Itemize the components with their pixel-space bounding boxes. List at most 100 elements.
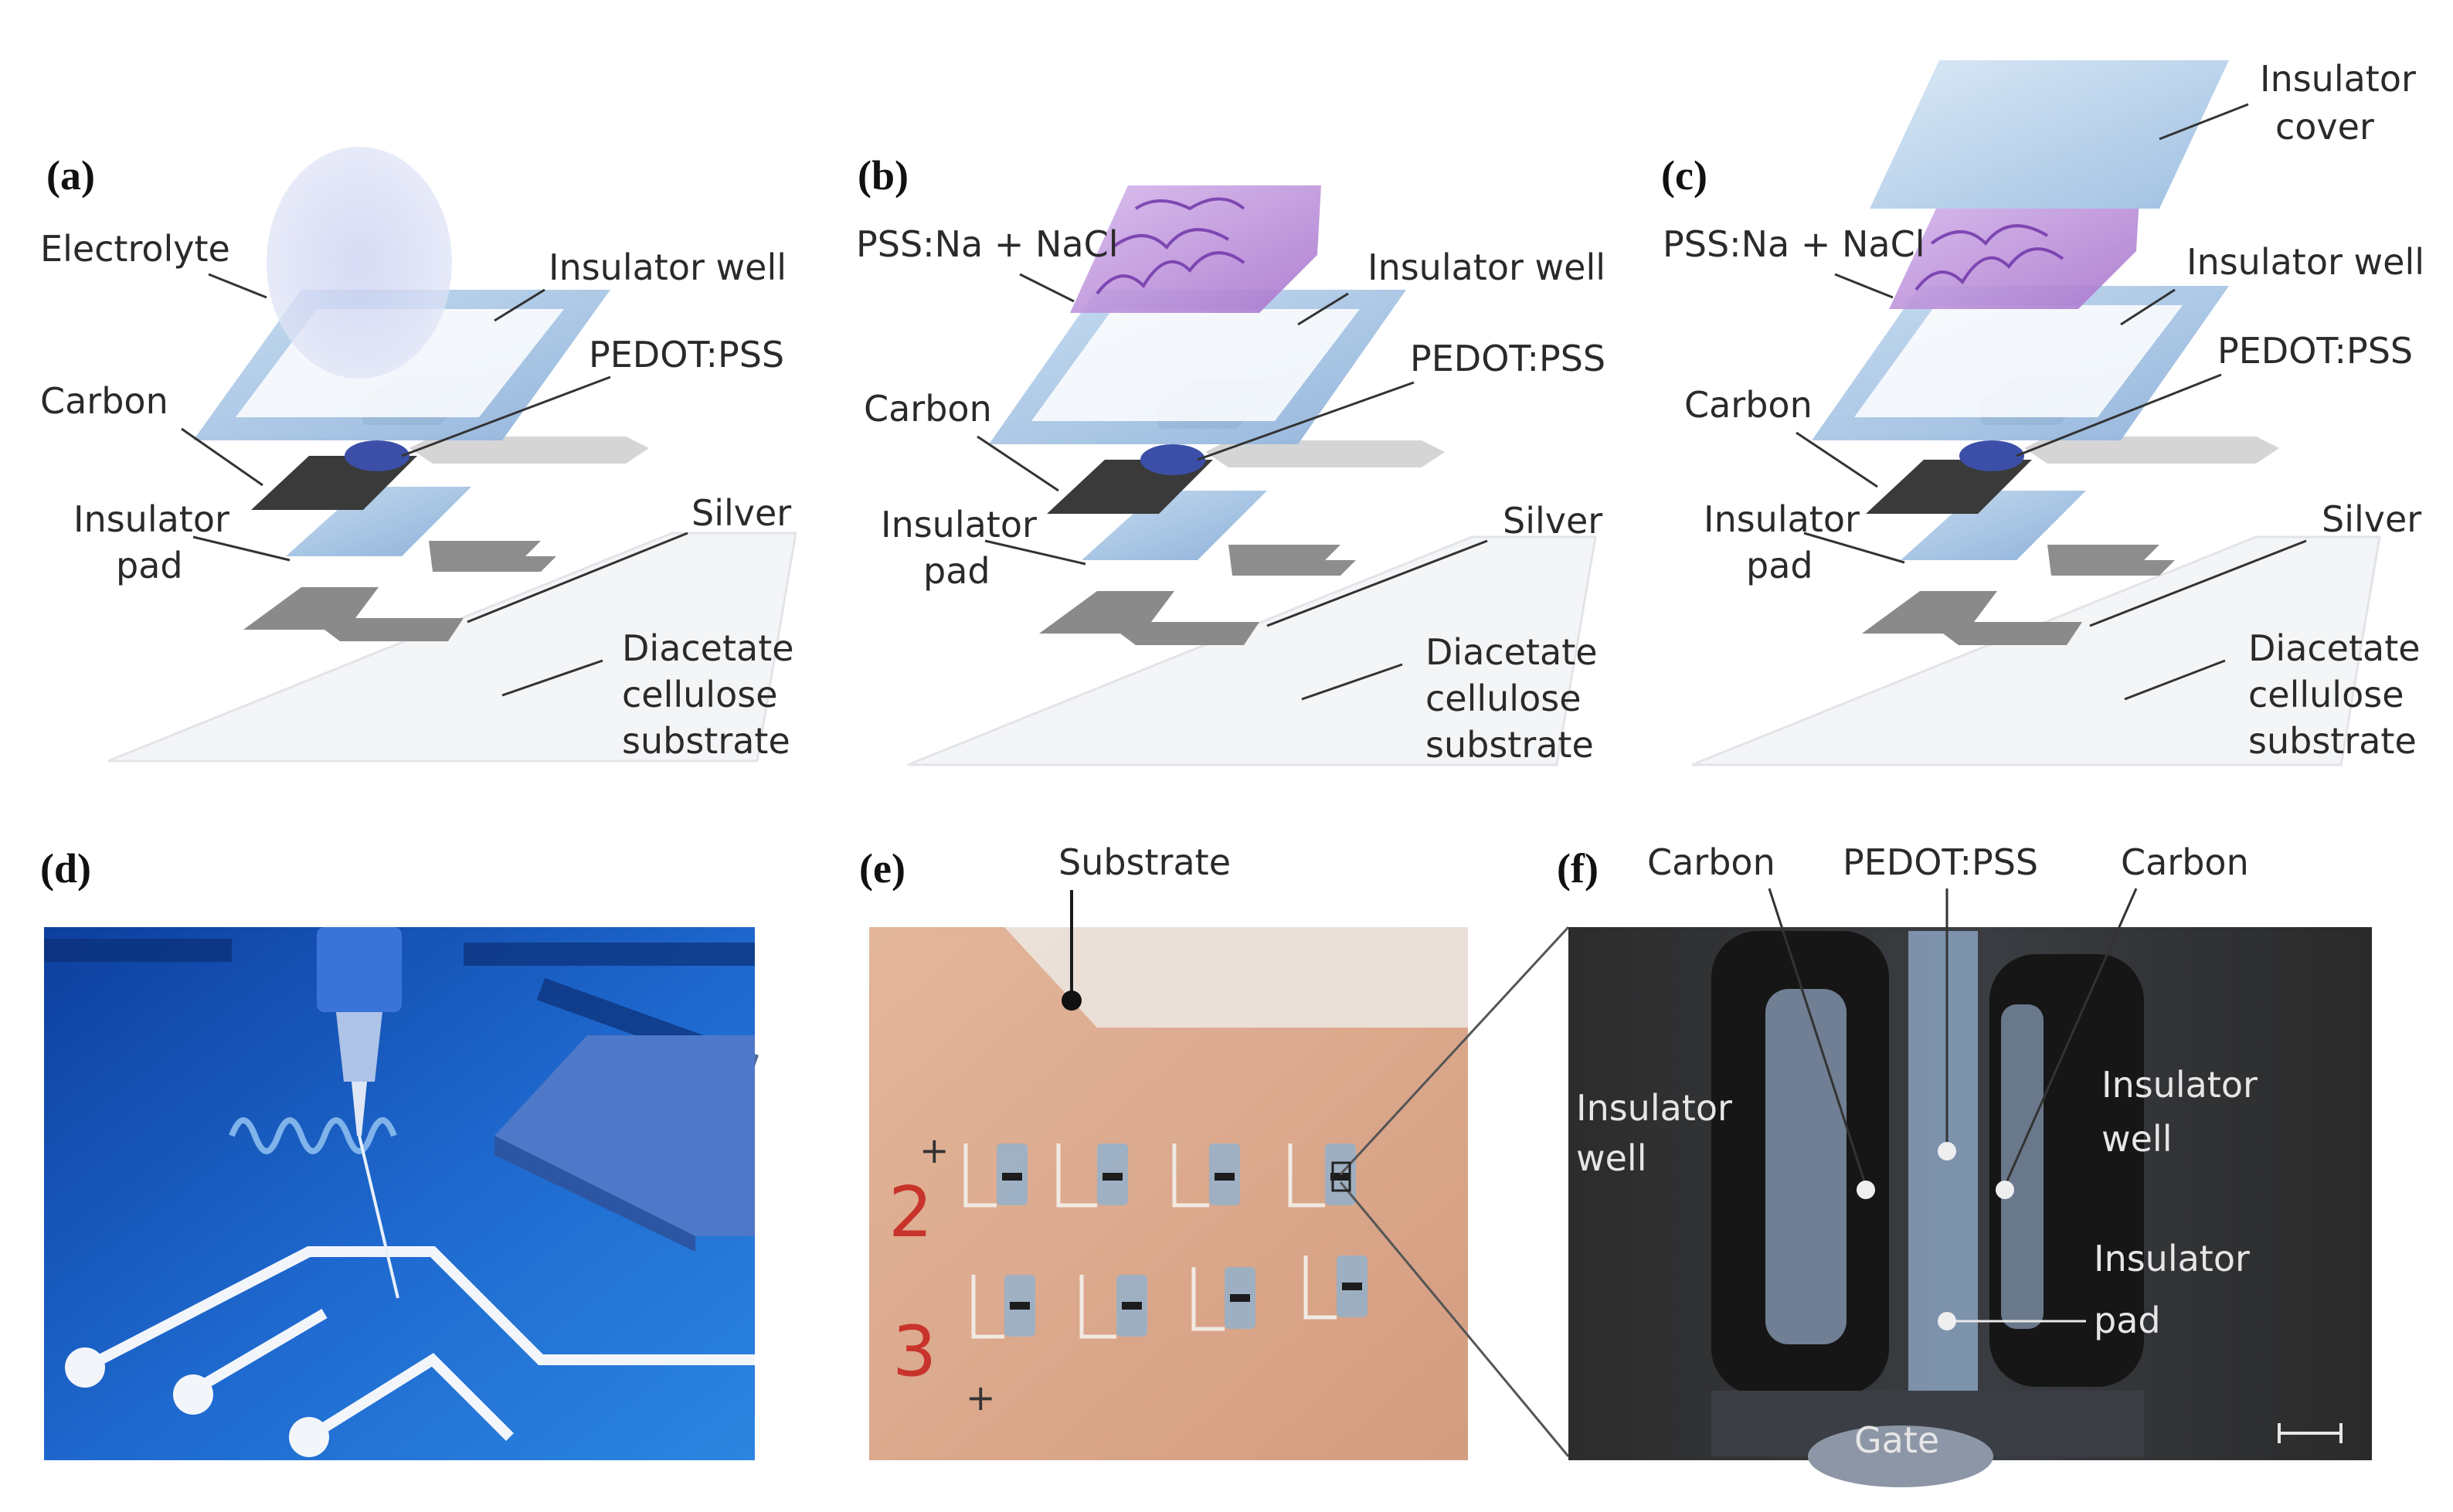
label-pad-2: pad — [2094, 1300, 2161, 1341]
label-pad-2: pad — [1746, 545, 1813, 586]
leader-substrate — [1301, 663, 1403, 701]
leader-pss — [1019, 273, 1075, 303]
label-pedot: PEDOT:PSS — [2217, 330, 2413, 372]
label-silver: Silver — [1503, 500, 1602, 542]
label-pedot: PEDOT:PSS — [1410, 338, 1605, 379]
label-sub-2: cellulose — [2248, 674, 2404, 715]
pedot-blob — [1959, 440, 2024, 471]
panel-letter-b: (b) — [858, 152, 909, 199]
device-on-skin-photo: 2 3 + + — [869, 927, 1468, 1460]
label-pss: PSS:Na + NaCl — [856, 223, 1119, 265]
electrolyte-dome — [267, 147, 452, 379]
leader-silver — [1266, 539, 1488, 627]
silver-electrode — [243, 587, 464, 641]
label-silver: Silver — [2322, 498, 2421, 540]
label-insulator-well: Insulator well — [1367, 246, 1605, 288]
diacetate-substrate — [907, 535, 1597, 766]
dot-carbon-left — [1857, 1181, 1875, 1199]
insulator-pad — [1082, 491, 1267, 560]
label-sub-3: substrate — [622, 720, 790, 762]
insulator-pad — [286, 487, 471, 556]
row-number-3: 3 — [892, 1311, 936, 1392]
silver-electrode-2 — [429, 541, 556, 572]
panel-a: (a) Electrolyte Insulator well P — [40, 147, 797, 763]
label-gate: Gate — [1854, 1419, 1939, 1461]
label-well-left-1: Insulator — [1576, 1087, 1732, 1129]
panel-letter-a: (a) — [46, 152, 95, 199]
leader-well — [1297, 292, 1349, 326]
label-pad-1: Insulator — [2094, 1238, 2250, 1279]
label-well-left-2: well — [1576, 1137, 1646, 1179]
label-carbon-right: Carbon — [2121, 841, 2249, 883]
insulator-cover — [1870, 60, 2229, 209]
label-carbon-left: Carbon — [1647, 841, 1775, 883]
silver-electrode — [1039, 591, 1259, 645]
leader-pad — [1803, 532, 1905, 564]
label-carbon: Carbon — [40, 380, 168, 422]
label-well-right-2: well — [2101, 1118, 2172, 1160]
leader-carbon-left — [1768, 888, 1867, 1187]
label-pad-2: pad — [116, 545, 183, 586]
leader-electrolyte — [208, 273, 267, 299]
leader-pedot — [1197, 381, 1415, 461]
leader-pss — [1834, 273, 1894, 299]
panel-d: (d) — [40, 845, 759, 1460]
insulator-pad — [1901, 491, 2086, 560]
dot-pedot — [1938, 1142, 1956, 1160]
panel-letter-c: (c) — [1661, 152, 1707, 199]
row-number-2: 2 — [888, 1172, 933, 1253]
label-pad-1: Insulator — [881, 504, 1037, 545]
leader-silver — [467, 532, 688, 623]
label-pedot: PEDOT:PSS — [1843, 841, 2038, 883]
leader-carbon — [1796, 431, 1878, 488]
label-cover-1: Insulator — [2260, 58, 2416, 100]
label-sub-2: cellulose — [622, 674, 778, 715]
leader-substrate — [2124, 659, 2226, 701]
leader-pad — [984, 539, 1086, 566]
pedot-blob — [345, 440, 409, 471]
plus-mark-1: + — [919, 1130, 950, 1171]
label-electrolyte: Electrolyte — [40, 228, 230, 270]
pedot-blob — [1140, 444, 1205, 475]
panel-c: (c) Insulator cover PSS:Na + NaCl Insula… — [1661, 58, 2424, 766]
leader-carbon — [181, 427, 263, 487]
label-well-right-1: Insulator — [2101, 1064, 2258, 1106]
leader-cover — [2159, 103, 2249, 141]
panel-b: (b) PSS:Na + NaCl Insulator well PEDOT:P… — [856, 152, 1605, 766]
leader-pedot — [2016, 373, 2222, 457]
printing-photo — [44, 927, 759, 1460]
pss-nacl-block — [1070, 185, 1321, 313]
plus-mark-2: + — [966, 1377, 996, 1419]
leader-silver — [2089, 539, 2307, 627]
insulator-well — [989, 290, 1406, 444]
label-sub-1: Diacetate — [622, 627, 794, 669]
zoom-region-marker — [1331, 1161, 1351, 1192]
label-pss: PSS:Na + NaCl — [1663, 223, 1925, 265]
carbon-layer — [1866, 460, 2032, 514]
silver-track — [1205, 440, 1445, 467]
leader-well — [494, 288, 545, 322]
substrate-dot — [1062, 990, 1082, 1011]
silver-track — [2024, 437, 2279, 464]
label-sub-3: substrate — [1425, 724, 1594, 766]
diacetate-substrate — [1691, 535, 2381, 766]
label-pad-1: Insulator — [73, 498, 229, 540]
silver-electrode-2 — [1228, 545, 1356, 576]
label-pad-2: pad — [923, 550, 990, 592]
label-cover-2: cover — [2275, 106, 2374, 148]
label-pedot: PEDOT:PSS — [589, 334, 784, 375]
device-row-2 — [971, 1255, 1367, 1339]
silver-track — [409, 437, 649, 464]
label-sub-2: cellulose — [1425, 678, 1582, 719]
label-insulator-well: Insulator well — [549, 246, 787, 288]
label-substrate: Substrate — [1058, 841, 1231, 883]
silver-electrode — [1862, 591, 2082, 645]
leader-pedot — [401, 375, 611, 457]
leader-well — [2120, 288, 2176, 326]
leader-substrate — [501, 659, 603, 697]
label-sub-1: Diacetate — [1425, 631, 1598, 673]
panel-f: (f) Carbon PEDOT:PSS Carbon — [1557, 841, 2372, 1487]
panel-letter-f: (f) — [1557, 845, 1599, 892]
panel-letter-e: (e) — [859, 845, 905, 892]
